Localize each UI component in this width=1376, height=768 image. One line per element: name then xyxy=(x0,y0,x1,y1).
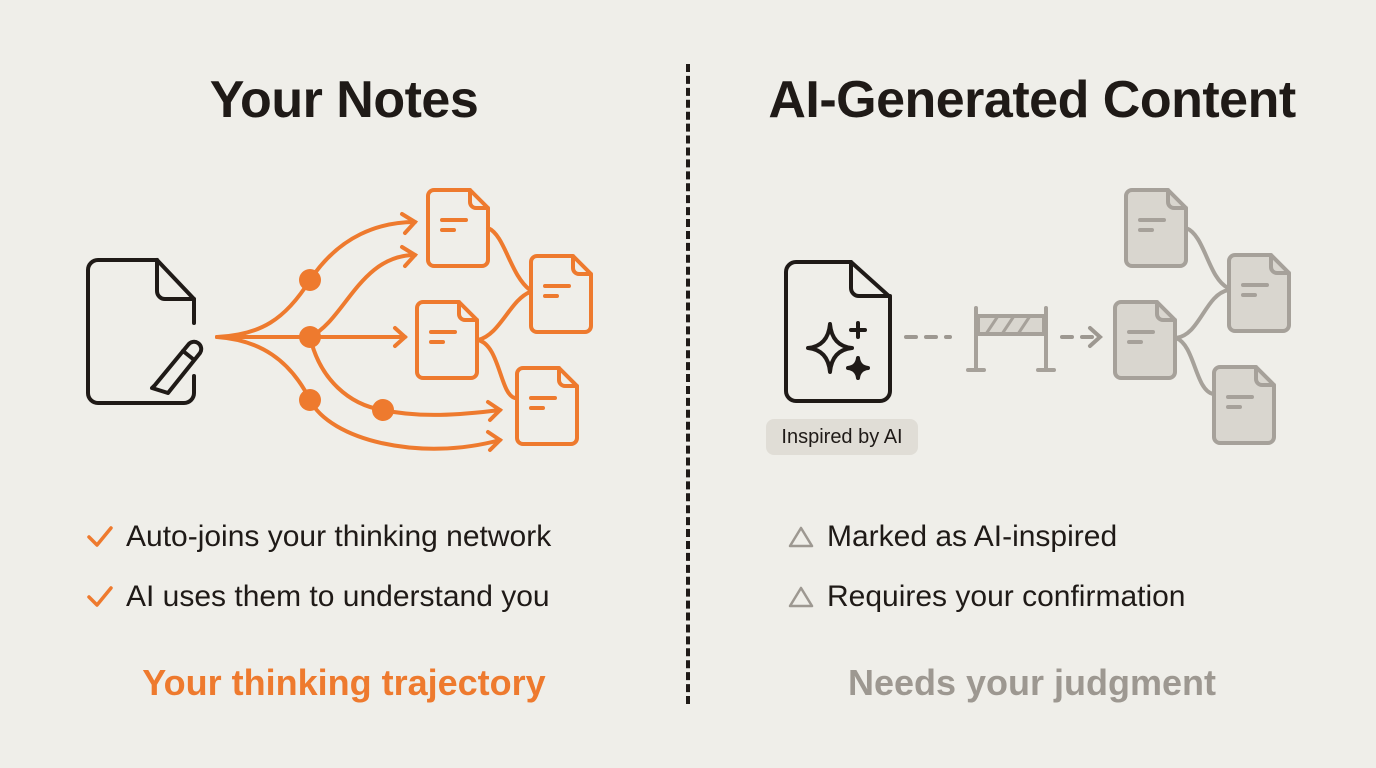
barrier-gate-icon xyxy=(966,306,1056,372)
title-ai-generated: AI-Generated Content xyxy=(768,71,1296,129)
check-icon xyxy=(86,585,126,609)
notes-network-diagram xyxy=(86,188,593,452)
list-item: Marked as AI-inspired xyxy=(787,507,1186,567)
ai-document-icon xyxy=(784,260,892,403)
inspired-by-ai-badge: Inspired by AI xyxy=(766,419,918,455)
pending-network-edges xyxy=(1174,226,1230,396)
title-your-notes: Your Notes xyxy=(209,71,479,129)
warning-triangle-icon xyxy=(787,585,827,609)
list-item: Auto-joins your thinking network xyxy=(86,507,551,567)
bullet-text: Auto-joins your thinking network xyxy=(126,520,552,553)
dashed-connector xyxy=(904,326,1103,348)
list-item: Requires your confirmation xyxy=(787,567,1186,627)
bullet-text: Marked as AI-inspired xyxy=(827,520,1118,553)
ai-content-diagram xyxy=(784,188,1291,445)
list-item: AI uses them to understand you xyxy=(86,567,551,627)
center-divider xyxy=(686,64,690,704)
check-icon xyxy=(86,525,126,549)
pending-note-icons xyxy=(1113,188,1291,445)
warning-triangle-icon xyxy=(787,525,827,549)
edit-document-icon xyxy=(86,258,204,405)
network-nodes xyxy=(299,269,394,421)
network-edges xyxy=(215,212,532,452)
sparkles-icon xyxy=(806,321,870,380)
notes-benefits-list: Auto-joins your thinking network AI uses… xyxy=(86,507,551,627)
tagline-needs-judgment: Needs your judgment xyxy=(847,662,1217,703)
bullet-text: Requires your confirmation xyxy=(827,580,1186,613)
bullet-text: AI uses them to understand you xyxy=(126,580,550,613)
ai-caveats-list: Marked as AI-inspired Requires your conf… xyxy=(787,507,1186,627)
linked-note-icons xyxy=(415,188,593,446)
tagline-thinking-trajectory: Your thinking trajectory xyxy=(142,662,546,703)
